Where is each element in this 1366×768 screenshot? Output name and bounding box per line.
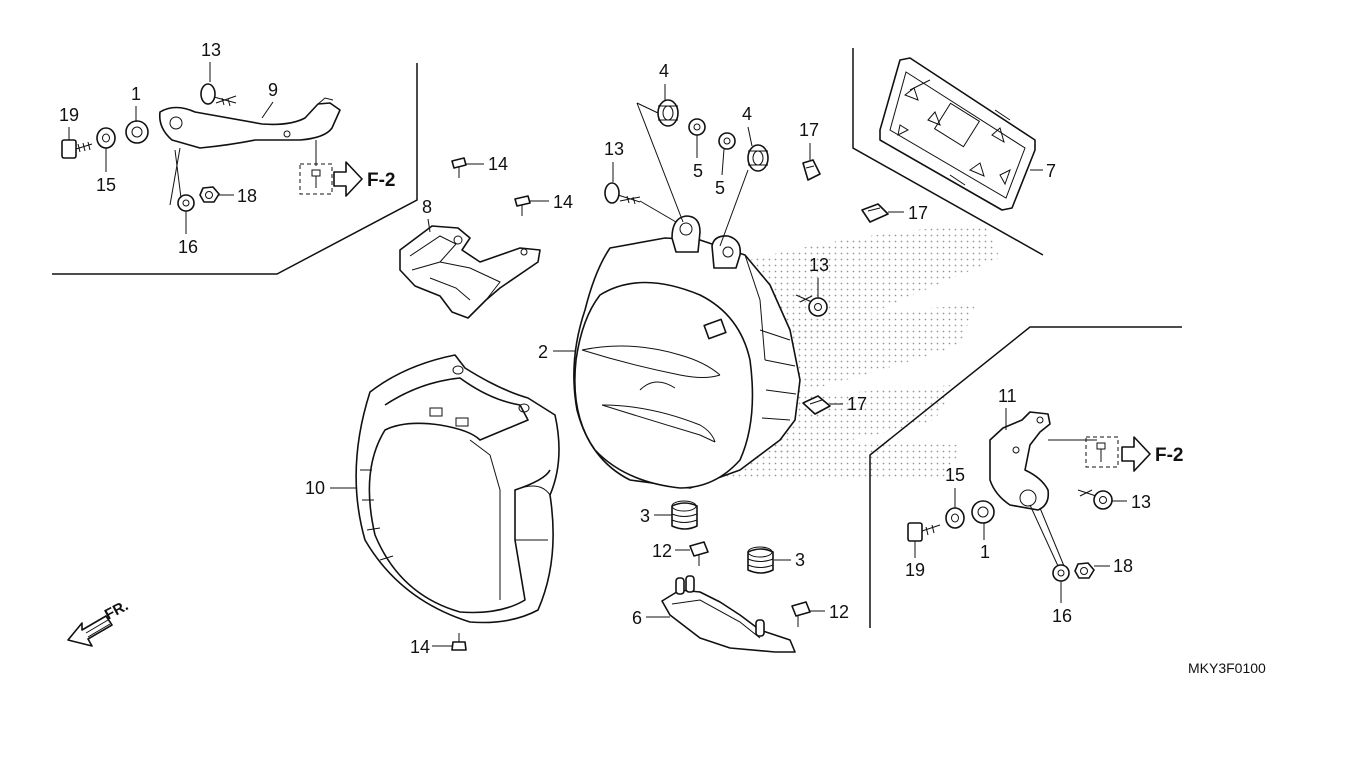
callout-6: 6 xyxy=(632,608,642,628)
ref-f2-left: F-2 xyxy=(367,170,396,191)
callout-17-b: 17 xyxy=(908,203,928,223)
ref-arrow-left xyxy=(333,161,363,197)
callout-17-c: 17 xyxy=(847,394,867,414)
callout-10: 10 xyxy=(305,478,325,498)
collar-5-b xyxy=(718,132,736,150)
stay-9 xyxy=(158,102,341,149)
left-bracket-assembly xyxy=(61,83,363,212)
callout-13-d: 13 xyxy=(1131,492,1151,512)
screw-14-b xyxy=(514,195,531,216)
callout-1-a: 1 xyxy=(131,84,141,104)
screw-in-ref-left xyxy=(311,169,321,188)
callout-16-b: 16 xyxy=(1052,606,1072,626)
bolt-13-center xyxy=(604,182,641,205)
callout-18-b: 18 xyxy=(1113,556,1133,576)
nut-18-left xyxy=(199,186,220,203)
washer-15-left xyxy=(96,127,116,149)
ref-box-right xyxy=(1085,436,1119,468)
grommet-1-right xyxy=(971,500,995,524)
grommet-4-a xyxy=(657,99,679,127)
callout-4-a: 4 xyxy=(659,61,669,81)
washer-16-right xyxy=(1052,564,1070,582)
callout-19-a: 19 xyxy=(59,105,79,125)
callout-14-c: 14 xyxy=(410,637,430,657)
callout-3-b: 3 xyxy=(795,550,805,570)
collar-5-a xyxy=(688,118,706,136)
callout-17-a: 17 xyxy=(799,120,819,140)
washer-15-right xyxy=(945,507,965,529)
callout-5-b: 5 xyxy=(715,178,725,198)
callout-1-b: 1 xyxy=(980,542,990,562)
grommet-1-left xyxy=(125,120,149,144)
callout-13-a: 13 xyxy=(201,40,221,60)
callout-3-a: 3 xyxy=(640,506,650,526)
callout-15-a: 15 xyxy=(96,175,116,195)
right-bracket-assembly xyxy=(907,411,1151,582)
bolt-13-upper-left xyxy=(200,83,237,107)
bolt-12-b xyxy=(791,601,811,627)
callout-19-b: 19 xyxy=(905,560,925,580)
ref-arrow-right xyxy=(1121,436,1151,472)
nut-18-right xyxy=(1074,562,1095,579)
headlight-case-10 xyxy=(355,354,560,624)
diagram-code: MKY3F0100 xyxy=(1188,660,1266,676)
front-direction-marker: FR. xyxy=(67,597,131,647)
clip-17-c xyxy=(802,395,831,415)
callout-15-b: 15 xyxy=(945,465,965,485)
rubber-mount-3-b xyxy=(747,546,774,574)
callout-5-a: 5 xyxy=(693,161,703,181)
bolt-12-a xyxy=(689,541,709,566)
screw-14-a xyxy=(451,157,467,178)
callout-12-a: 12 xyxy=(652,541,672,561)
callout-8: 8 xyxy=(422,197,432,217)
callout-18-a: 18 xyxy=(237,186,257,206)
stay-11 xyxy=(989,411,1051,511)
callout-13-b: 13 xyxy=(604,139,624,159)
bolt-19-left xyxy=(61,139,93,159)
stay-8 xyxy=(399,225,541,319)
callout-2: 2 xyxy=(538,342,548,362)
screw-14-c xyxy=(451,633,467,651)
frame-lines xyxy=(52,48,1182,628)
ref-f2-right: F-2 xyxy=(1155,445,1184,466)
callout-4-b: 4 xyxy=(742,104,752,124)
callout-7: 7 xyxy=(1046,161,1056,181)
washer-16-left xyxy=(177,194,195,212)
bracket-plate-7 xyxy=(879,57,1036,211)
callout-12-b: 12 xyxy=(829,602,849,622)
clip-17-b xyxy=(861,203,889,223)
callout-13-c: 13 xyxy=(809,255,829,275)
callout-14-a: 14 xyxy=(488,154,508,174)
grommet-4-b xyxy=(747,144,769,172)
rubber-mount-3-a xyxy=(671,500,698,530)
headlight-unit-2 xyxy=(573,215,801,489)
callout-9: 9 xyxy=(268,80,278,100)
stay-6 xyxy=(661,575,796,653)
callout-16-a: 16 xyxy=(178,237,198,257)
callout-11: 11 xyxy=(998,386,1017,406)
clip-17-a xyxy=(802,159,821,181)
callout-14-b: 14 xyxy=(553,192,573,212)
